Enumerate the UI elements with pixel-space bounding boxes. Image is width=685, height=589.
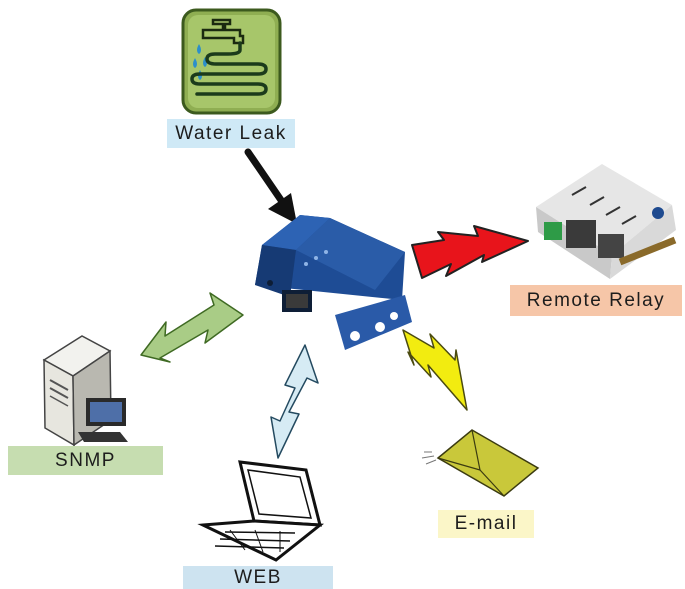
web-device-double-arrow xyxy=(270,344,319,459)
water-leak-sensor-icon xyxy=(181,8,282,115)
remote-relay-label: Remote Relay xyxy=(510,285,682,316)
laptop-icon xyxy=(197,460,324,562)
device-to-email-arrow xyxy=(402,329,468,411)
water-leak-label: Water Leak xyxy=(167,119,295,148)
web-label: WEB xyxy=(183,566,333,589)
envelope-icon xyxy=(421,429,540,497)
relay-module-icon xyxy=(536,164,677,279)
server-computer-icon xyxy=(42,335,128,447)
device-to-relay-arrow xyxy=(411,225,529,279)
network-device-icon xyxy=(255,215,412,350)
snmp-label: SNMP xyxy=(8,446,163,475)
leak-to-device-arrow xyxy=(244,148,297,224)
email-label: E-mail xyxy=(438,510,534,538)
snmp-device-double-arrow xyxy=(140,292,244,363)
